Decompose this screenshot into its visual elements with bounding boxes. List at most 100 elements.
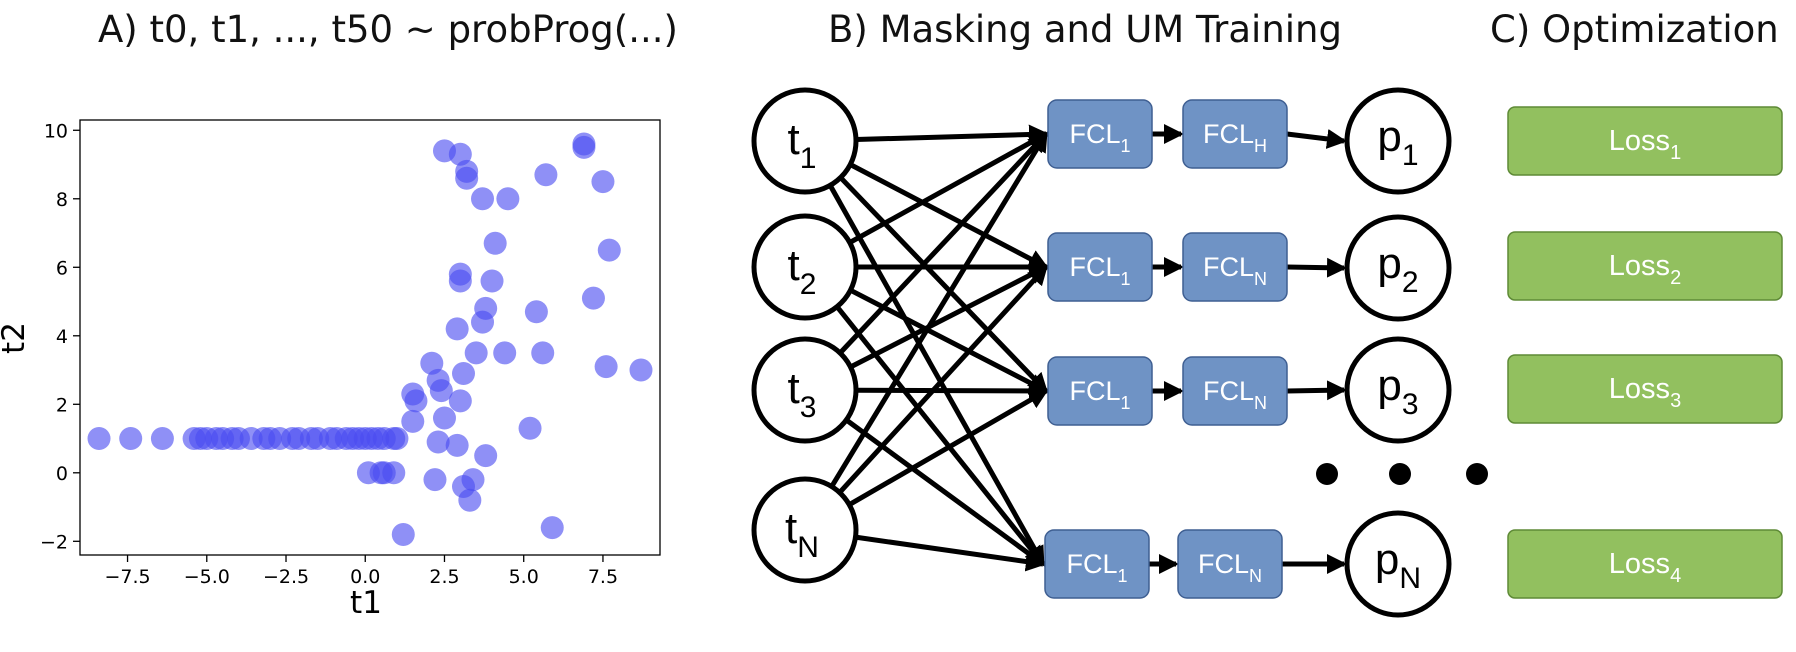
data-point [382, 461, 406, 485]
fcl-second-block-label-subscript: H [1254, 136, 1267, 156]
input-node: tN [751, 476, 859, 584]
loss-box-label-base: Loss [1609, 548, 1670, 580]
output-arrow [1286, 380, 1347, 401]
input-node-label-subscript: N [797, 531, 819, 564]
output-node-circle [1344, 336, 1452, 444]
ellipsis-dot [1466, 463, 1488, 485]
fcl-first-block-label-subscript: 1 [1121, 136, 1131, 156]
data-point [629, 358, 653, 382]
data-point [87, 427, 111, 451]
output-node-circle [1344, 87, 1452, 195]
connection-arrow [837, 264, 1049, 495]
fcl-first-block-label-base: FCL [1066, 549, 1117, 579]
loss-box-label-base: Loss [1609, 373, 1670, 405]
output-node-label: p2 [1377, 239, 1418, 299]
loss-box: Loss4 [1507, 529, 1783, 599]
input-node-label: tN [785, 504, 819, 564]
fcl-first-block-box [1044, 529, 1150, 599]
output-node: p2 [1344, 214, 1452, 322]
loss-box-rect [1507, 529, 1783, 599]
input-node-label-subscript: 3 [800, 391, 817, 424]
y-tick-label: 10 [44, 120, 68, 142]
data-point [401, 409, 425, 433]
loss-box-label-subscript: 4 [1670, 565, 1681, 587]
data-point [572, 135, 596, 159]
data-point [524, 300, 548, 324]
data-point [445, 433, 469, 457]
x-tick-label: −5.0 [184, 566, 230, 588]
fcl-second-block: FCLN [1182, 356, 1288, 426]
data-point [391, 522, 415, 546]
y-tick-label: 8 [56, 189, 68, 211]
data-point [597, 238, 621, 262]
fcl-second-block-label-base: FCL [1203, 252, 1254, 282]
input-node-label-base: t [788, 115, 800, 164]
fcl-second-block: FCLN [1182, 232, 1288, 302]
output-node: p3 [1344, 336, 1452, 444]
fcl-first-block: FCL1 [1047, 99, 1153, 169]
data-point [493, 341, 517, 365]
loss-box-rect [1507, 354, 1783, 424]
fcl-first-block: FCL1 [1047, 232, 1153, 302]
x-tick-label: 5.0 [509, 566, 539, 588]
loss-box-label-base: Loss [1609, 125, 1670, 157]
data-point [448, 389, 472, 413]
loss-box-label: Loss3 [1609, 373, 1681, 412]
connection-arrow [855, 534, 1046, 572]
x-tick-label: 0.0 [350, 566, 380, 588]
y-axis-label: t2 [0, 322, 32, 354]
connection-arrow [827, 184, 1046, 567]
data-point [518, 416, 542, 440]
connection-arrow [838, 175, 1049, 394]
output-node: p1 [1344, 87, 1452, 195]
fcl-first-block-box [1047, 356, 1153, 426]
x-tick-label: 7.5 [588, 566, 618, 588]
x-axis-label: t1 [350, 585, 382, 621]
data-point [458, 488, 482, 512]
connection-arrow [835, 305, 1045, 567]
data-point [455, 166, 479, 190]
input-node-circle [751, 213, 859, 321]
data-point [429, 379, 453, 403]
connection-arrow [855, 124, 1049, 145]
fcl-second-block: FCLN [1177, 529, 1283, 599]
ellipsis-dot [1316, 463, 1338, 485]
loss-box: Loss2 [1507, 231, 1783, 301]
fcl-second-block-label-subscript: N [1249, 566, 1262, 586]
y-tick-label: 2 [56, 394, 68, 416]
output-node-label-base: p [1377, 239, 1401, 288]
input-node: t1 [751, 87, 859, 195]
loss-box-label-subscript: 1 [1670, 142, 1681, 164]
input-node-circle [751, 336, 859, 444]
fcl-first-block-label-base: FCL [1069, 252, 1120, 282]
output-node-label: pN [1375, 535, 1421, 595]
data-point [448, 269, 472, 293]
input-node-circle [751, 476, 859, 584]
output-node-label-subscript: 3 [1402, 388, 1419, 421]
output-arrow [1286, 257, 1347, 278]
output-node-circle [1344, 510, 1452, 618]
data-point [119, 427, 143, 451]
output-node-label: p1 [1377, 112, 1418, 172]
input-node-label-base: t [785, 504, 797, 553]
connection-arrow [838, 131, 1049, 355]
output-node-label: p3 [1377, 361, 1418, 421]
data-point [534, 163, 558, 187]
fcl-second-block-box [1182, 99, 1288, 169]
input-node-label-subscript: 1 [800, 142, 817, 175]
panel-b-title: B) Masking and UM Training [828, 8, 1342, 51]
fcl-second-block-label-subscript: N [1254, 269, 1267, 289]
fcl-first-block-label-subscript: 1 [1121, 269, 1131, 289]
data-point [432, 406, 456, 430]
fcl-second-block-label-base: FCL [1203, 376, 1254, 406]
input-node: t3 [751, 336, 859, 444]
fcl-second-block-label-base: FCL [1203, 119, 1254, 149]
loss-box-label: Loss1 [1609, 125, 1681, 164]
fcl-first-block-label-subscript: 1 [1121, 393, 1131, 413]
data-point [591, 170, 615, 194]
loss-box: Loss3 [1507, 354, 1783, 424]
fcl-first-block: FCL1 [1047, 356, 1153, 426]
input-node-circle [751, 87, 859, 195]
